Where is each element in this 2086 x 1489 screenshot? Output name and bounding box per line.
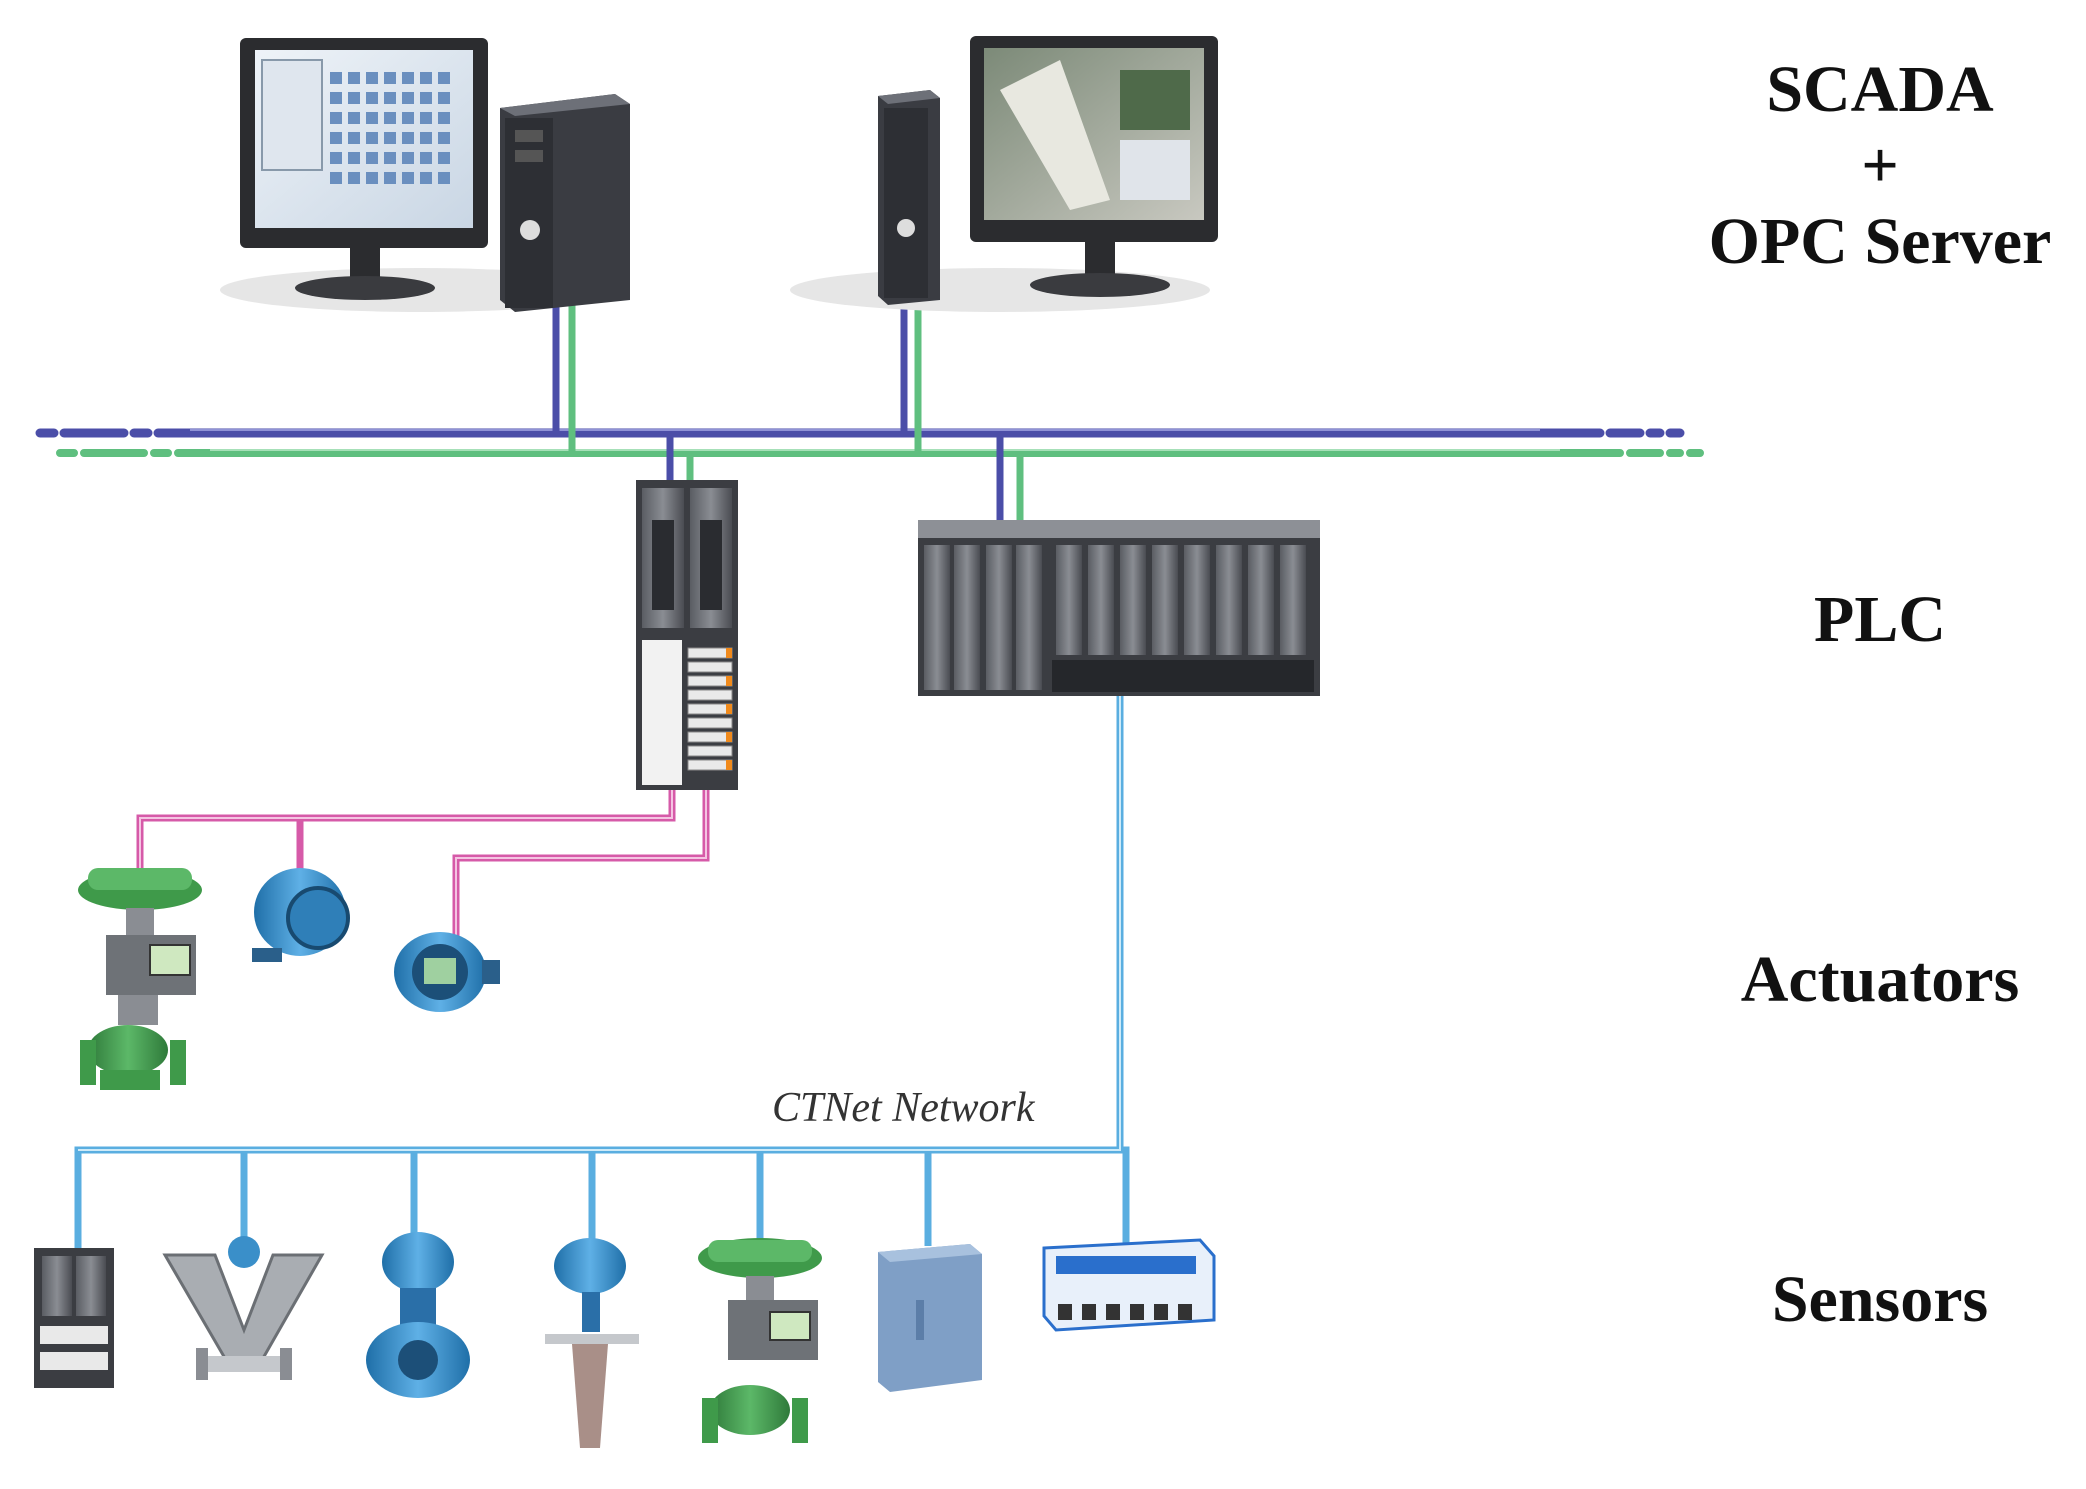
fieldbus-wires [136,790,710,940]
transmitter-icon [394,932,500,1012]
plc-rack-icon [636,480,738,790]
workstation-monitor-icon [970,36,1218,297]
level-label-scada: SCADA + OPC Server [1640,52,2086,280]
io-module-icon [34,1248,114,1388]
plus-label: + [1861,129,1899,202]
level-label-plc: PLC [1814,583,1946,656]
ethernet-bus [35,428,1704,457]
scada-workstation-right [790,36,1218,312]
control-valve-icon [78,868,202,1090]
pc-tower-icon [878,90,940,305]
ctnet-network [74,696,1130,1262]
level-label-sensors: Sensors [1771,1263,1989,1336]
scada-workstation-left [220,38,630,312]
terminal-block [687,647,733,771]
pc-tower-icon [500,94,630,312]
pc-drops [552,300,922,453]
transmitter-icon [366,1232,470,1398]
flowmeter-icon [162,1236,325,1380]
opc-server-label: OPC Server [1708,205,2052,278]
ctnet-network-highlight [78,696,1121,1151]
level-label-actuators: Actuators [1740,943,2020,1016]
workstation-monitor-icon [240,38,488,300]
ctnet-network-label: CTNet Network [772,1085,1035,1131]
fieldbus-wires-highlight [139,790,707,940]
io-module-icon [1042,1238,1216,1332]
radar-level-icon [545,1238,639,1448]
transmitter-icon [252,868,350,962]
control-valve-icon [698,1238,822,1443]
plc-rack-icon [918,520,1320,696]
enclosure-icon [878,1244,982,1392]
scada-label: SCADA [1766,53,1994,126]
plc-drops [666,433,1024,525]
